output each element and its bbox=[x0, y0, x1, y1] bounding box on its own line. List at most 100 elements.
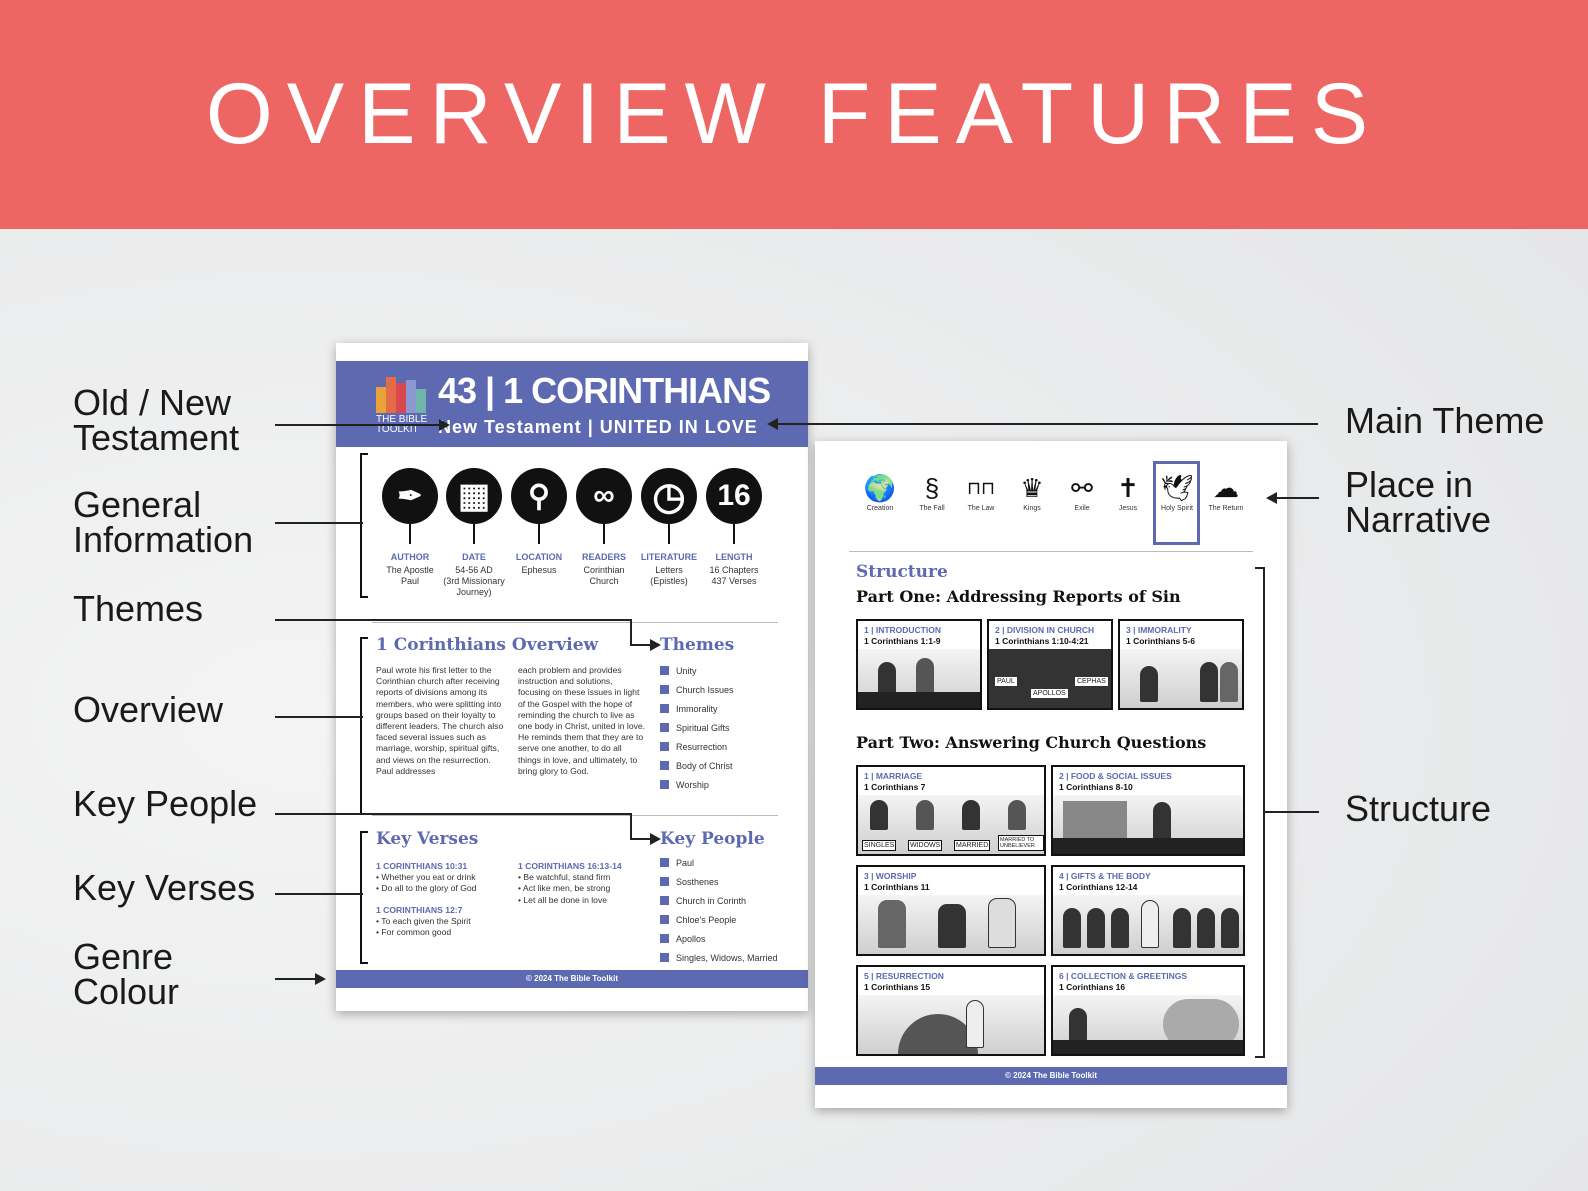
overview-text-col1: Paul wrote his first letter to the Corin… bbox=[376, 665, 504, 776]
info-label: LITERATURE bbox=[640, 552, 698, 562]
pointer-line bbox=[630, 838, 650, 840]
calendar-icon: ▦ bbox=[446, 468, 502, 524]
pointer-line bbox=[275, 813, 631, 815]
overview-text-col2: each problem and provides instruction an… bbox=[518, 665, 646, 776]
structure-page: 🌍Creation §The Fall ⊓⊓The Law ♛Kings ⚯Ex… bbox=[815, 441, 1287, 1108]
logo-text: THE BIBLE TOOLKIT bbox=[376, 414, 428, 435]
info-label: READERS bbox=[581, 552, 626, 562]
structure-bracket bbox=[1255, 1056, 1265, 1058]
label-place-in-narrative: Place in Narrative bbox=[1345, 464, 1492, 540]
tablets-icon: ⊓⊓ bbox=[966, 478, 996, 498]
selected-narrative-highlight bbox=[1153, 461, 1200, 545]
banner-title: OVERVIEW FEATURES bbox=[205, 66, 1383, 162]
number-icon: 16 bbox=[706, 468, 762, 524]
info-value: 54-56 AD (3rd Missionary Journey) bbox=[443, 565, 505, 597]
info-value: 16 Chapters 437 Verses bbox=[709, 565, 759, 586]
list-item: Unity bbox=[660, 661, 734, 680]
label-overview: Overview bbox=[73, 689, 224, 730]
key-people-title: Key People bbox=[660, 829, 765, 849]
narrative-item: ⚯Exile bbox=[1057, 471, 1107, 512]
pointer-line bbox=[275, 619, 631, 621]
arrow-right-icon bbox=[650, 639, 661, 651]
info-value: Ephesus bbox=[521, 565, 557, 575]
book-subtitle: New Testament | UNITED IN LOVE bbox=[438, 417, 758, 437]
structure-bracket bbox=[1255, 567, 1265, 569]
list-item: Body of Christ bbox=[660, 756, 734, 775]
feather-icon: ✒ bbox=[382, 468, 438, 524]
label-key-people: Key People bbox=[73, 783, 258, 824]
label-themes: Themes bbox=[73, 588, 204, 629]
pointer-line bbox=[275, 716, 363, 718]
list-item: Spiritual Gifts bbox=[660, 718, 734, 737]
info-bracket bbox=[360, 453, 368, 598]
info-label: LOCATION bbox=[515, 552, 563, 562]
themes-title: Themes bbox=[660, 635, 735, 655]
key-verse: 1 CORINTHIANS 10:31 • Whether you eat or… bbox=[376, 861, 477, 894]
arrow-left-icon bbox=[1266, 492, 1277, 504]
arrow-right-icon bbox=[439, 419, 450, 431]
dove-icon: 🕊 bbox=[1160, 473, 1194, 503]
part-one-title: Part One: Addressing Reports of Sin bbox=[856, 587, 1181, 606]
pointer-line bbox=[1277, 497, 1319, 499]
crown-icon: ♛ bbox=[1020, 473, 1044, 503]
narrative-item: 🌍Creation bbox=[855, 471, 905, 512]
themes-list: Unity Church Issues Immorality Spiritual… bbox=[660, 661, 734, 794]
narrative-item: ✝Jesus bbox=[1103, 471, 1153, 512]
pointer-line bbox=[778, 423, 1318, 425]
divider bbox=[372, 815, 778, 816]
bible-toolkit-logo bbox=[376, 377, 426, 413]
list-item: Chloe's People bbox=[660, 910, 778, 929]
list-item: Paul bbox=[660, 853, 778, 872]
pointer-line bbox=[275, 978, 315, 980]
pointer-line bbox=[275, 522, 363, 524]
arrow-right-icon bbox=[650, 833, 661, 845]
list-item: Singles, Widows, Married bbox=[660, 948, 778, 967]
label-main-theme: Main Theme bbox=[1345, 400, 1545, 441]
info-label: LENGTH bbox=[715, 552, 753, 562]
narrative-item: §The Fall bbox=[907, 471, 957, 512]
info-value: The Apostle Paul bbox=[386, 565, 434, 586]
page-footer: © 2024 The Bible Toolkit bbox=[815, 1067, 1287, 1085]
cross-icon: ✝ bbox=[1117, 473, 1139, 503]
info-value: Letters (Epistles) bbox=[650, 565, 688, 586]
part-two-title: Part Two: Answering Church Questions bbox=[856, 733, 1207, 752]
overview-page: THE BIBLE TOOLKIT 43 | 1 CORINTHIANS New… bbox=[336, 343, 808, 1011]
list-item: Sosthenes bbox=[660, 872, 778, 891]
pointer-line bbox=[630, 813, 632, 839]
narrative-item: ⊓⊓The Law bbox=[956, 471, 1006, 512]
list-item: Apollos bbox=[660, 929, 778, 948]
info-label: DATE bbox=[462, 552, 486, 562]
narrative-item: 🕊Holy Spirit bbox=[1152, 471, 1202, 512]
shackles-icon: ⚯ bbox=[1071, 473, 1093, 503]
globe-icon: 🌍 bbox=[863, 473, 897, 503]
glasses-icon: ∞ bbox=[576, 468, 632, 524]
structure-title: Structure bbox=[856, 562, 948, 582]
info-value: Corinthian Church bbox=[583, 565, 625, 586]
arrow-right-icon bbox=[315, 973, 326, 985]
pointer-line bbox=[630, 619, 632, 645]
pointer-line bbox=[630, 644, 650, 646]
arrow-left-icon bbox=[767, 418, 778, 430]
serpent-icon: § bbox=[924, 473, 940, 503]
info-label: AUTHOR bbox=[390, 552, 430, 562]
label-key-verses: Key Verses bbox=[73, 867, 256, 908]
pointer-line bbox=[275, 893, 363, 895]
label-general-information: General Information bbox=[73, 484, 254, 560]
cloud-icon: ☁ bbox=[1213, 473, 1239, 503]
page-footer: © 2024 The Bible Toolkit bbox=[336, 970, 808, 988]
header-banner: OVERVIEW FEATURES bbox=[0, 0, 1588, 229]
list-item: Immorality bbox=[660, 699, 734, 718]
list-item: Worship bbox=[660, 775, 734, 794]
clock-icon: ◷ bbox=[641, 468, 697, 524]
narrative-item: ♛Kings bbox=[1007, 471, 1057, 512]
overview-bracket bbox=[360, 637, 368, 815]
page-header: THE BIBLE TOOLKIT 43 | 1 CORINTHIANS New… bbox=[336, 361, 808, 447]
key-verse: 1 CORINTHIANS 12:7 • To each given the S… bbox=[376, 905, 471, 938]
divider bbox=[372, 622, 778, 623]
